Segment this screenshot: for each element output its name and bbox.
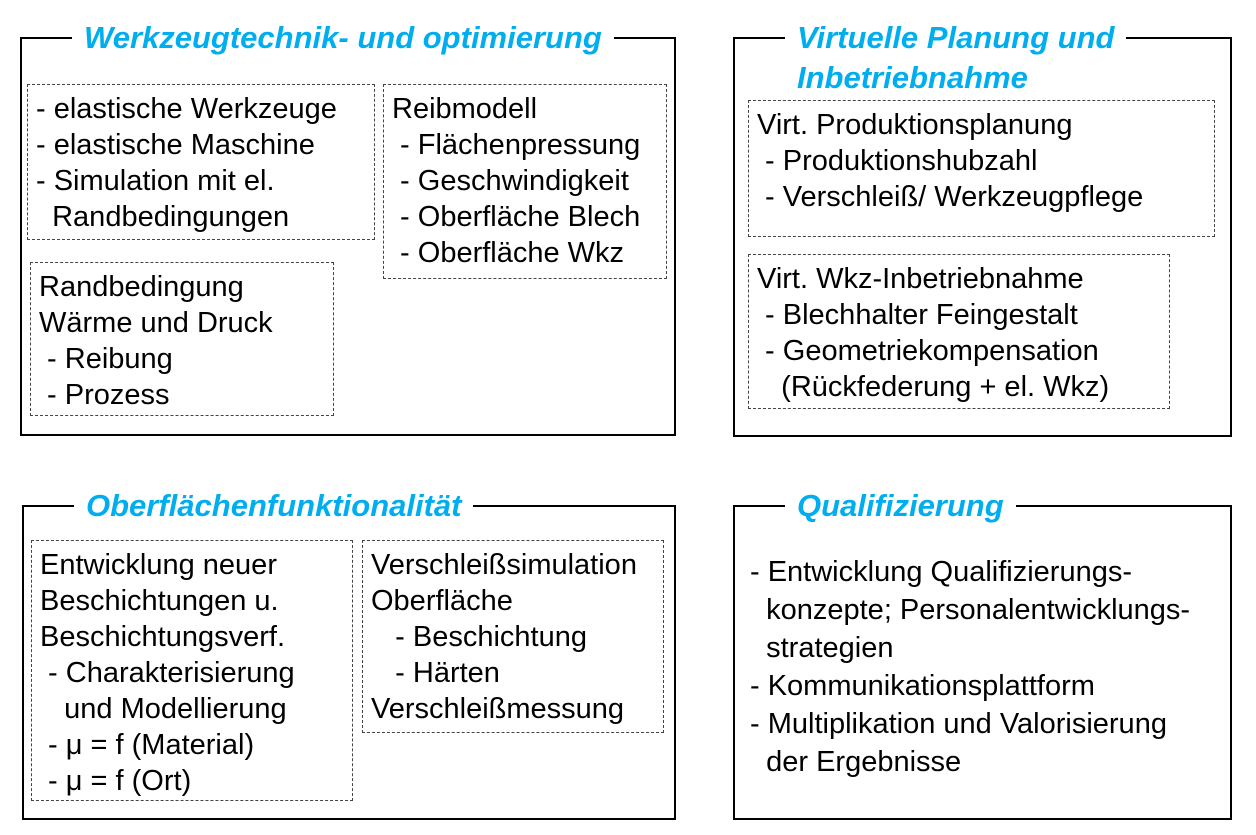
text-line: - Oberfläche Wkz bbox=[392, 237, 625, 269]
topic-box-elastische-werkzeuge: - elastische Werkzeuge - elastische Masc… bbox=[27, 84, 375, 240]
text-line: Wärme und Druck bbox=[39, 307, 273, 339]
panel-virtuelle-planung: Virtuelle Planung und Inbetriebnahme Vir… bbox=[733, 18, 1232, 437]
text-line: - Oberfläche Blech bbox=[392, 201, 641, 233]
text-line: - μ = f (Ort) bbox=[40, 765, 192, 797]
text-line: - Geometriekompensation bbox=[757, 335, 1099, 367]
panel-title-qualifizierung: Qualifizierung bbox=[785, 486, 1016, 526]
text-line: Verschleißsimulation bbox=[371, 549, 637, 581]
text-line: Randbedingung bbox=[39, 271, 244, 303]
text-line: - Blechhalter Feingestalt bbox=[757, 299, 1078, 331]
text-line: Reibmodell bbox=[392, 93, 538, 125]
text-line: - Geschwindigkeit bbox=[392, 165, 629, 197]
text-line: Beschichtungsverf. bbox=[40, 621, 286, 653]
text-line: Beschichtungen u. bbox=[40, 585, 279, 617]
text-line: - μ = f (Material) bbox=[40, 729, 255, 761]
qualifizierung-text-block: - Entwicklung Qualifizierungs- konzepte;… bbox=[750, 553, 1190, 781]
text-line: - Produktionshubzahl bbox=[757, 145, 1038, 177]
topic-box-reibmodell: Reibmodell - Flächenpressung - Geschwind… bbox=[383, 84, 667, 279]
text-line: und Modellierung bbox=[40, 693, 287, 725]
text-line: - Charakterisierung bbox=[40, 657, 295, 689]
text-line: Entwicklung neuer bbox=[40, 549, 277, 581]
topic-box-virt-produktionsplanung: Virt. Produktionsplanung - Produktionshu… bbox=[748, 100, 1215, 237]
panel-title-virtuelle-planung: Virtuelle Planung und Inbetriebnahme bbox=[785, 18, 1127, 98]
text-line: - Reibung bbox=[39, 343, 173, 375]
text-line: strategien bbox=[750, 632, 894, 664]
text-line: Oberfläche bbox=[371, 585, 513, 617]
text-line: Verschleißmessung bbox=[371, 693, 625, 725]
text-line: der Ergebnisse bbox=[750, 746, 962, 778]
text-line: - Multiplikation und Valorisierung bbox=[750, 708, 1167, 740]
text-line: - Prozess bbox=[39, 379, 170, 411]
text-line: Virt. Wkz-Inbetriebnahme bbox=[757, 263, 1084, 295]
text-line: (Rückfederung + el. Wkz) bbox=[757, 371, 1110, 403]
panel-werkzeugtechnik: Werkzeugtechnik- und optimierung - elast… bbox=[20, 18, 676, 436]
text-line: - Entwicklung Qualifizierungs- bbox=[750, 556, 1132, 588]
text-line: konzepte; Personalentwicklungs- bbox=[750, 594, 1191, 626]
text-line: - Härten bbox=[371, 657, 500, 689]
text-line: - Kommunikationsplattform bbox=[750, 670, 1095, 702]
topic-box-randbedingung: Randbedingung Wärme und Druck - Reibung … bbox=[30, 262, 334, 416]
panel-qualifizierung: Qualifizierung - Entwicklung Qualifizier… bbox=[733, 486, 1232, 820]
text-line: - elastische Werkzeuge bbox=[36, 93, 337, 125]
panel-title-oberflaechenfunktionalitaet: Oberflächenfunktionalität bbox=[74, 486, 474, 526]
topic-box-beschichtungen: Entwicklung neuer Beschichtungen u. Besc… bbox=[31, 540, 353, 801]
text-line: - Simulation mit el. bbox=[36, 165, 275, 197]
text-line: - Beschichtung bbox=[371, 621, 587, 653]
text-line: Randbedingungen bbox=[36, 201, 290, 233]
topic-box-virt-wkz-inbetriebnahme: Virt. Wkz-Inbetriebnahme - Blechhalter F… bbox=[748, 254, 1170, 409]
text-line: Virt. Produktionsplanung bbox=[757, 109, 1073, 141]
topic-box-verschleisssimulation: Verschleißsimulation Oberfläche - Beschi… bbox=[362, 540, 664, 733]
panel-oberflaechenfunktionalitaet: Oberflächenfunktionalität Entwicklung ne… bbox=[22, 486, 676, 820]
panel-title-werkzeugtechnik: Werkzeugtechnik- und optimierung bbox=[72, 18, 614, 58]
text-line: - Verschleiß/ Werkzeugpflege bbox=[757, 181, 1144, 213]
text-line: - elastische Maschine bbox=[36, 129, 315, 161]
text-line: - Flächenpressung bbox=[392, 129, 641, 161]
